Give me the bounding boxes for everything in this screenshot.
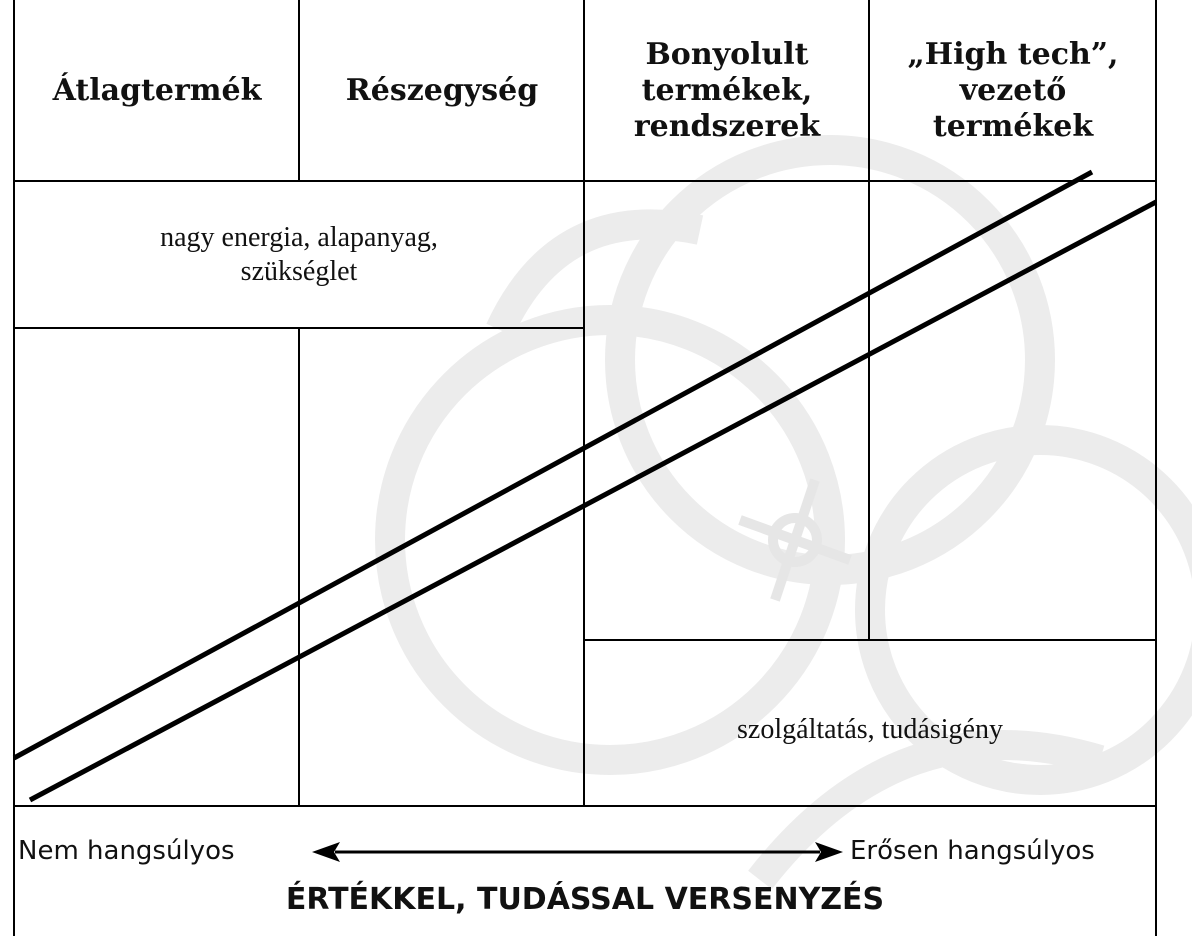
diagonal-line-upper bbox=[12, 169, 1094, 761]
header-reszegyseg: Részegység bbox=[345, 72, 539, 108]
region-lower-right-label: szolgáltatás, tudásigény bbox=[737, 714, 1003, 745]
axis-left-label: Nem hangsúlyos bbox=[18, 836, 235, 866]
header-bonyolult: Bonyolult termékek, rendszerek bbox=[633, 36, 821, 144]
table-grid bbox=[13, 0, 1157, 936]
header-atlagtermek: Átlagtermék bbox=[52, 72, 262, 108]
diagonal-band bbox=[12, 169, 1158, 803]
double-arrow bbox=[312, 842, 843, 862]
diagonal-line-lower bbox=[28, 199, 1158, 803]
axis-right-label: Erősen hangsúlyos bbox=[850, 836, 1095, 866]
watermark-emblem bbox=[375, 135, 1192, 890]
footer-title: ÉRTÉKKEL, TUDÁSSAL VERSENYZÉS bbox=[285, 882, 885, 917]
region-upper-left-label: nagy energia, alapanyag, szükséglet bbox=[160, 222, 438, 287]
watermark-cross bbox=[738, 478, 852, 602]
header-hightech: „High tech”, vezető termékek bbox=[907, 36, 1119, 144]
